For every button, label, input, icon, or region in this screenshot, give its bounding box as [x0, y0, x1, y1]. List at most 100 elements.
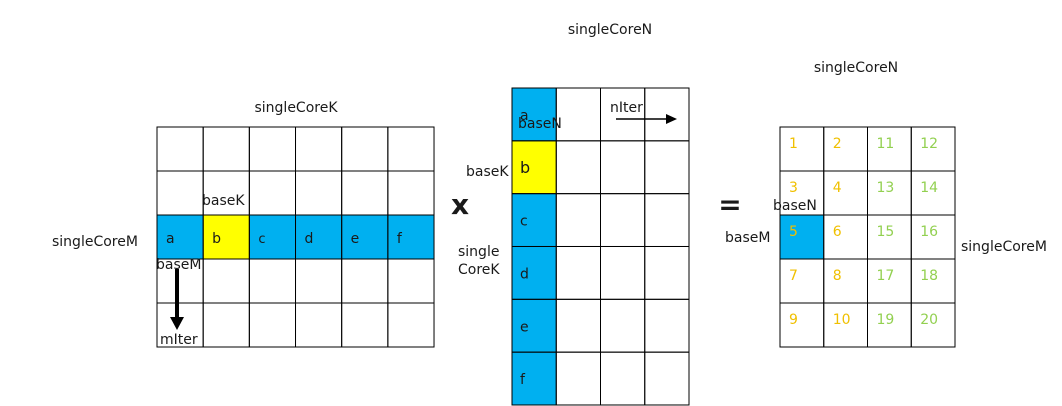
left-grid-cell: [156, 170, 204, 216]
result-cell-label: 7: [789, 268, 798, 284]
result-grid-cell: [910, 302, 956, 348]
left-grid-cell: [341, 126, 389, 172]
middle-grid-cell: [555, 245, 601, 300]
result-cell-label: 19: [877, 312, 895, 328]
left-grid-cell: [202, 302, 250, 348]
result-cell-label: 8: [833, 268, 842, 284]
left-basem-label: baseM: [156, 257, 201, 273]
result-cell-label: 6: [833, 224, 842, 240]
left-cell-fill: [341, 215, 388, 259]
left-grid-cell: [341, 170, 389, 216]
left-matrix-title: singleCoreK: [254, 100, 338, 116]
left-cell-label: c: [258, 232, 265, 247]
middle-matrix-title: singleCoreN: [568, 22, 652, 38]
result-cell-fill: [780, 215, 824, 259]
left-cell-fill: [203, 215, 250, 259]
result-cell-label: 12: [920, 136, 938, 152]
result-grid-cell: [779, 126, 825, 172]
left-matrix-side-label: singleCoreM: [52, 234, 138, 250]
left-cell-label: f: [397, 231, 403, 247]
left-cell-label: d: [305, 231, 314, 247]
left-grid-cell: [295, 258, 343, 304]
left-grid-cell: [295, 170, 343, 216]
middle-grid-cell: [555, 298, 601, 353]
left-iter-label: mIter: [160, 332, 198, 348]
result-matrix-side-label: singleCoreM: [961, 239, 1047, 255]
multiply-sign: x: [451, 188, 469, 221]
middle-grid-cell: [644, 193, 690, 247]
left-cell-fill: [157, 215, 204, 259]
left-grid-cell: [295, 302, 343, 348]
middle-cell-label: f: [520, 372, 526, 388]
middle-grid-cell: [600, 193, 646, 247]
result-basem-label: baseM: [725, 230, 770, 246]
middle-side-label-line1: single: [458, 244, 499, 260]
result-cell-label: 4: [833, 180, 842, 196]
left-cell-label: b: [212, 231, 221, 247]
result-grid-cell: [823, 170, 868, 216]
left-grid-cell: [341, 302, 389, 348]
result-matrix-title: singleCoreN: [814, 60, 898, 76]
left-grid-cell: [387, 126, 435, 172]
left-grid-cell: [387, 302, 435, 348]
left-grid-cell: [248, 302, 297, 348]
middle-grid-cell: [644, 351, 690, 406]
result-cell-label: 11: [877, 136, 895, 152]
left-cell-label: a: [166, 231, 175, 247]
left-cell-fill: [249, 215, 296, 259]
middle-iter-label: nIter: [610, 100, 643, 116]
left-grid-cell: [202, 126, 250, 172]
left-grid-cell: [248, 126, 297, 172]
middle-cell-fill: [512, 246, 557, 300]
result-cell-label: 3: [789, 180, 798, 196]
result-cell-label: 18: [920, 268, 938, 284]
middle-cell-fill: [512, 88, 557, 141]
middle-cell-fill: [512, 140, 557, 194]
result-cell-label: 14: [920, 180, 938, 196]
left-grid-cell: [248, 170, 297, 216]
left-cell-label: e: [351, 231, 360, 247]
result-cell-label: 13: [877, 180, 895, 196]
result-grid-cell: [779, 258, 825, 304]
result-cell-label: 10: [833, 312, 851, 328]
equals-sign: =: [718, 188, 741, 221]
middle-grid-cell: [600, 245, 646, 300]
middle-side-label-line2: CoreK: [458, 262, 500, 278]
result-cell-label: 15: [877, 224, 895, 240]
middle-cell-label: a: [520, 108, 529, 124]
result-cell-label: 1: [789, 136, 798, 152]
result-cell-label: 5: [789, 224, 798, 240]
middle-grid-cell: [555, 140, 601, 195]
left-grid-cell: [202, 258, 250, 304]
result-grid-cell: [823, 126, 868, 172]
middle-grid-cell: [555, 193, 601, 247]
left-grid-cell: [248, 258, 297, 304]
middle-grid-cell: [644, 245, 690, 300]
result-basen-label: baseN: [773, 198, 817, 214]
result-cell-label: 20: [920, 312, 938, 328]
middle-basek-label: baseK: [466, 164, 509, 180]
middle-cell-label: c: [520, 214, 528, 230]
right-arrow-icon: [616, 114, 677, 124]
middle-grid-cell: [600, 140, 646, 195]
left-grid-cell: [387, 258, 435, 304]
result-cell-label: 9: [789, 312, 798, 328]
down-arrow-icon: [170, 269, 184, 330]
result-grid-cell: [823, 258, 868, 304]
result-grid-cell: [779, 302, 825, 348]
middle-cell-label: e: [520, 319, 529, 335]
middle-grid-cell: [644, 140, 690, 195]
result-cell-label: 17: [877, 268, 895, 284]
middle-grid-cell: [600, 351, 646, 406]
result-cell-label: 2: [833, 136, 842, 152]
left-grid-cell: [295, 126, 343, 172]
result-cell-label: 16: [920, 224, 938, 240]
left-grid-cell: [341, 258, 389, 304]
middle-grid-cell: [600, 298, 646, 353]
middle-grid-cell: [555, 87, 601, 142]
left-cell-fill: [295, 215, 342, 259]
